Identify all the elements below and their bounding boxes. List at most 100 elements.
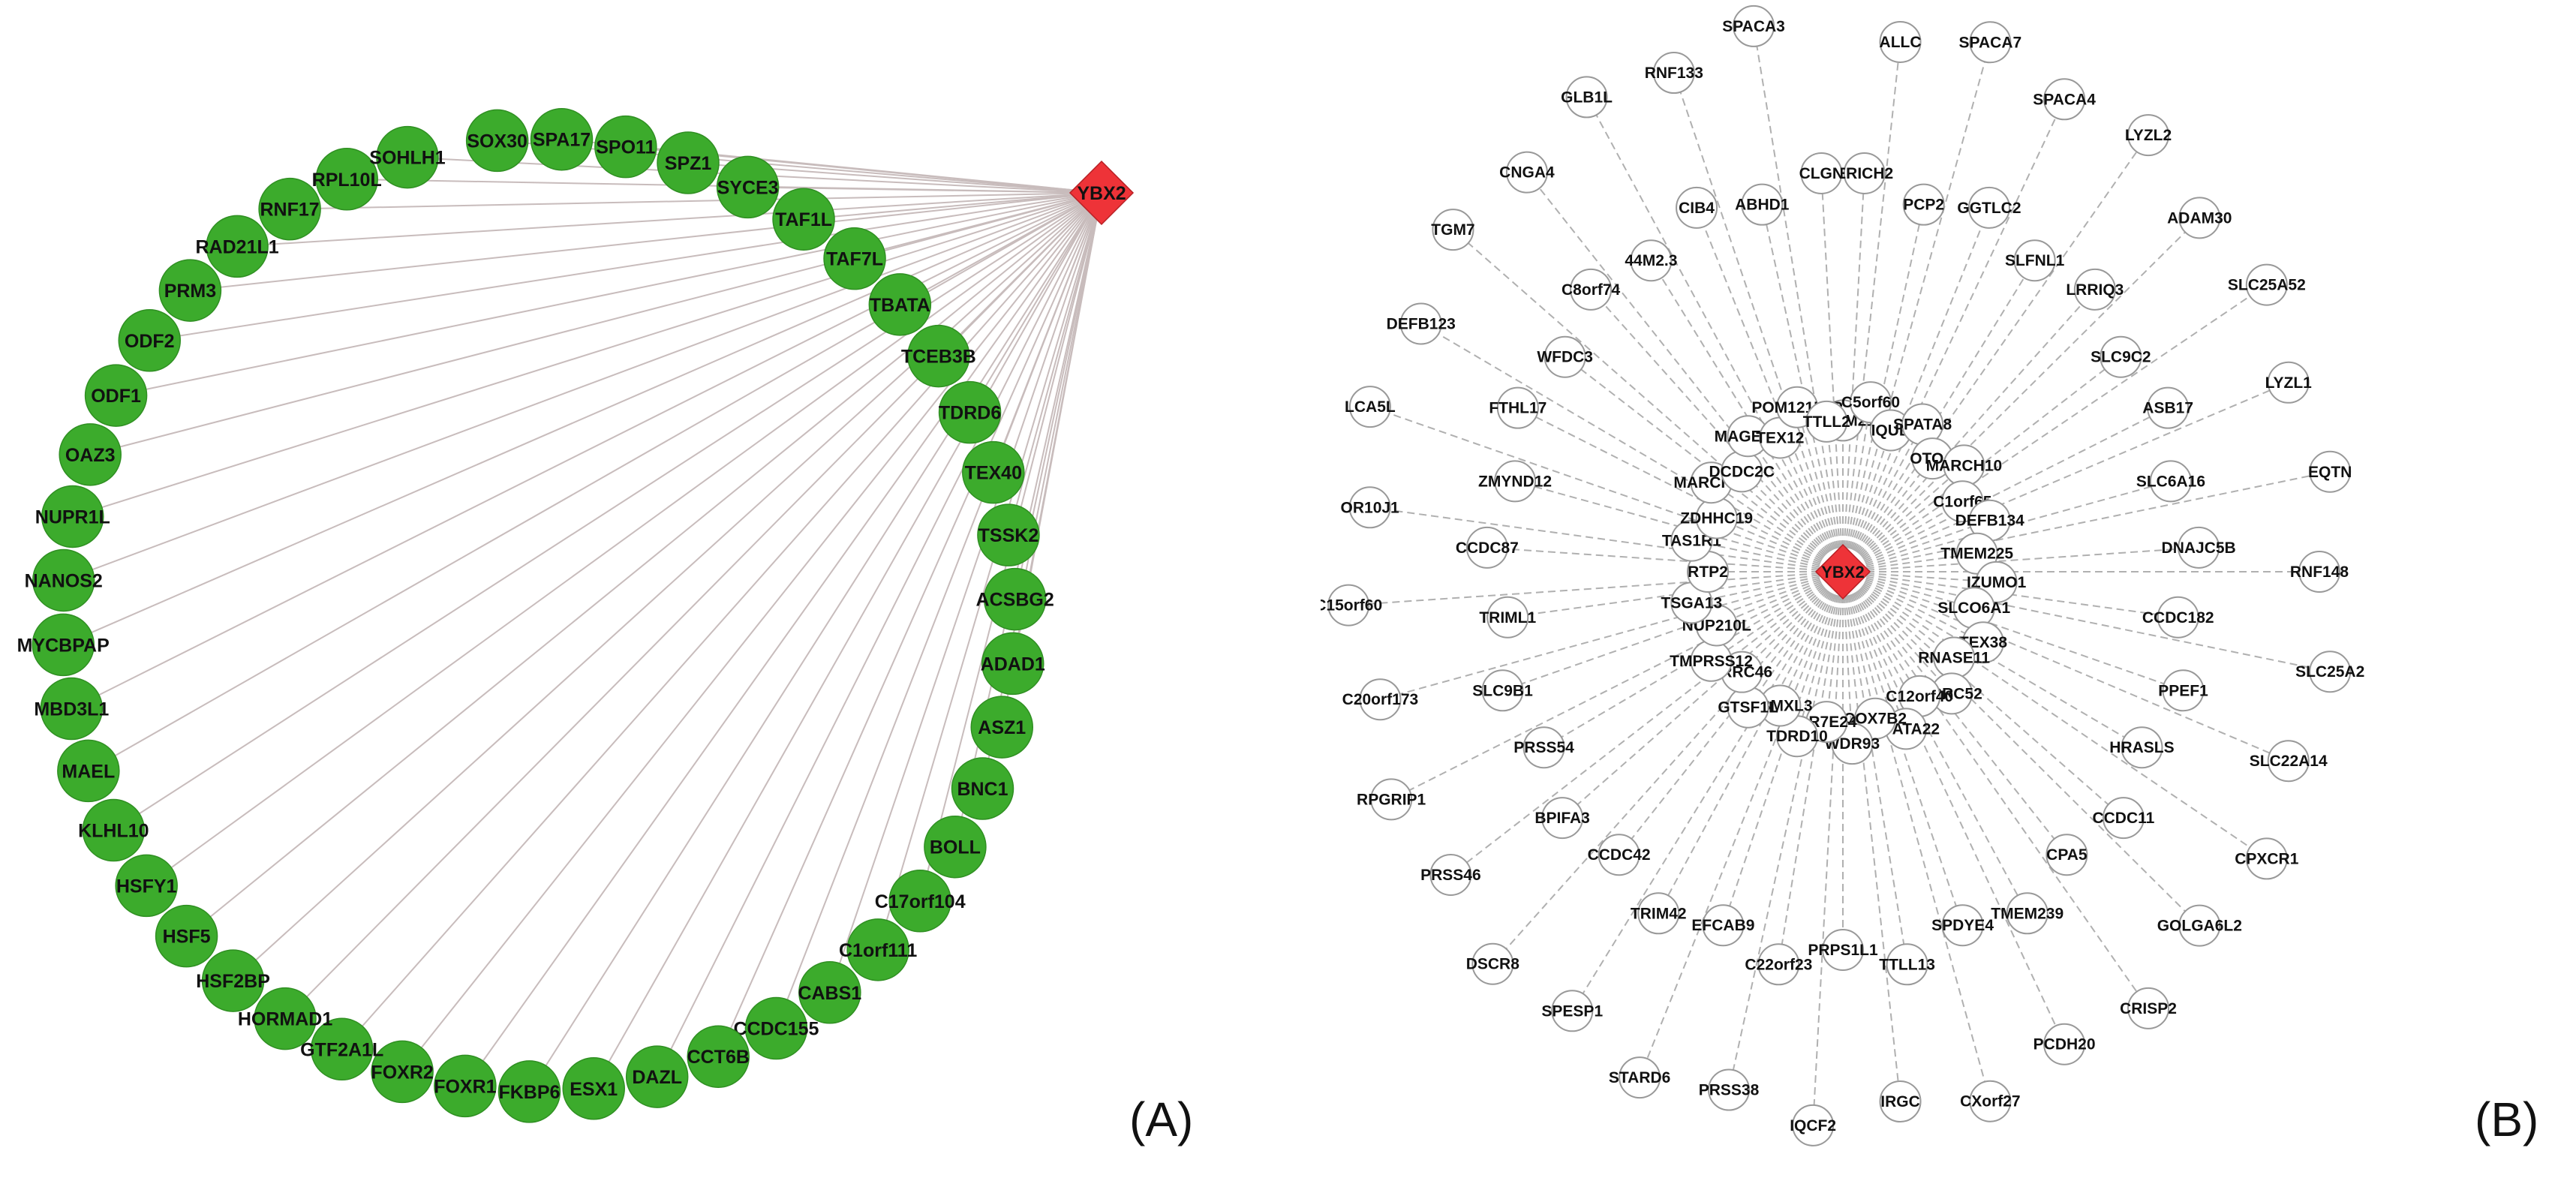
gene-node-pcdh20[interactable]: PCDH20 [2033, 1023, 2096, 1065]
gene-node-triml1[interactable]: TRIML1 [1479, 596, 1537, 639]
gene-node-prps1l1[interactable]: PRPS1L1 [1808, 929, 1878, 971]
gene-node-erich2[interactable]: ERICH2 [1835, 152, 1893, 194]
gene-node-abhd1[interactable]: ABHD1 [1735, 183, 1790, 226]
hub-node-b[interactable]: YBX2 [1814, 543, 1871, 600]
gene-node-boll[interactable]: BOLL [924, 815, 987, 879]
gene-node-tssk2[interactable]: TSSK2 [977, 503, 1040, 566]
gene-node-golga6l2[interactable]: GOLGA6L2 [2157, 904, 2242, 947]
gene-node-nupr1l[interactable]: NUPR1L [35, 485, 110, 548]
gene-node-eqtn[interactable]: EQTN [2308, 450, 2352, 493]
gene-node-rnf148[interactable]: RNF148 [2290, 551, 2349, 593]
gene-node-tdrd6[interactable]: TDRD6 [938, 380, 1002, 444]
gene-node-slc25a52[interactable]: SLC25A52 [2228, 263, 2306, 306]
gene-node-stard6[interactable]: STARD6 [1609, 1056, 1670, 1099]
gene-node-ppef1[interactable]: PPEF1 [2158, 669, 2208, 712]
gene-node-defb134[interactable]: DEFB134 [1955, 499, 2025, 542]
gene-node-ccdc155[interactable]: CCDC155 [733, 996, 819, 1060]
gene-node-gtsf1l[interactable]: GTSF1L [1718, 686, 1778, 729]
gene-node-cabs1[interactable]: CABS1 [798, 961, 861, 1024]
gene-node-zdhhc19[interactable]: ZDHHC19 [1680, 497, 1753, 539]
gene-node-tmem239[interactable]: TMEM239 [1991, 892, 2064, 935]
gene-node-hrasls[interactable]: HRASLS [2109, 726, 2175, 769]
gene-node-dscr8[interactable]: DSCR8 [1466, 942, 1520, 985]
gene-node-acsbg2[interactable]: ACSBG2 [976, 567, 1054, 631]
gene-node-rtp2[interactable]: RTP2 [1687, 551, 1729, 593]
gene-node-ccdc11[interactable]: CCDC11 [2092, 797, 2155, 840]
gene-node-rad21l1[interactable]: RAD21L1 [196, 215, 279, 278]
gene-node-slc9b1[interactable]: SLC9B1 [1472, 669, 1533, 712]
gene-node-taf7l[interactable]: TAF7L [823, 227, 886, 290]
gene-node-pcp2[interactable]: PCP2 [1902, 183, 1945, 226]
gene-node-crisp2[interactable]: CRISP2 [2120, 987, 2177, 1029]
gene-node-prss46[interactable]: PRSS46 [1420, 854, 1481, 897]
gene-node-dnajc5b[interactable]: DNAJC5B [2162, 526, 2236, 569]
gene-node-cpa5[interactable]: CPA5 [2045, 834, 2088, 876]
gene-node-prm3[interactable]: PRM3 [158, 259, 222, 322]
gene-node-fkbp6[interactable]: FKBP6 [497, 1060, 561, 1123]
gene-node-nanos2[interactable]: NANOS2 [25, 548, 103, 612]
gene-node-tgm7[interactable]: TGM7 [1431, 209, 1475, 251]
gene-node-tbata[interactable]: TBATA [868, 273, 932, 336]
gene-node-ccdc87[interactable]: CCDC87 [1456, 526, 1519, 569]
gene-node-foxr1[interactable]: FOXR1 [434, 1054, 497, 1118]
gene-node-ggtlc2[interactable]: GGTLC2 [1957, 186, 2021, 229]
gene-node-gtf2a1l[interactable]: GTF2A1L [300, 1017, 383, 1081]
gene-node-spa17[interactable]: SPA17 [530, 107, 594, 171]
gene-node-allc[interactable]: ALLC [1879, 20, 1922, 63]
gene-node-efcab9[interactable]: EFCAB9 [1691, 904, 1754, 947]
gene-node-mycbpap[interactable]: MYCBPAP [17, 613, 110, 677]
gene-node-c8orf74[interactable]: C8orf74 [1562, 268, 1621, 311]
gene-node-hormad1[interactable]: HORMAD1 [238, 987, 332, 1050]
gene-node-c20orf173[interactable]: C20orf173 [1342, 678, 1419, 721]
gene-node-klhl10[interactable]: KLHL10 [78, 798, 149, 862]
gene-node-asz1[interactable]: ASZ1 [970, 696, 1034, 759]
gene-node-c17orf104[interactable]: C17orf104 [875, 870, 966, 933]
gene-node-hsf2bp[interactable]: HSF2BP [196, 949, 270, 1012]
gene-node-hsf5[interactable]: HSF5 [155, 904, 218, 968]
gene-node-cnga4[interactable]: CNGA4 [1499, 151, 1555, 194]
gene-node-ttll13[interactable]: TTLL13 [1879, 943, 1935, 986]
gene-node-rnf17[interactable]: RNF17 [258, 177, 321, 241]
gene-node-mbd3l1[interactable]: MBD3L1 [34, 677, 109, 741]
gene-node-adad1[interactable]: ADAD1 [981, 632, 1045, 696]
gene-node-cxorf27[interactable]: CXorf27 [1960, 1080, 2021, 1122]
gene-node-tex40[interactable]: TEX40 [962, 440, 1025, 504]
gene-node-lrriq3[interactable]: LRRIQ3 [2066, 268, 2124, 311]
gene-node-spaca7[interactable]: SPACA7 [1959, 21, 2022, 64]
gene-node-asb17[interactable]: ASB17 [2142, 386, 2193, 429]
gene-node-cib4[interactable]: CIB4 [1676, 186, 1718, 229]
gene-node-cpxcr1[interactable]: CPXCR1 [2235, 837, 2299, 880]
gene-node-bnc1[interactable]: BNC1 [951, 757, 1014, 820]
gene-node-c1orf111[interactable]: C1orf111 [839, 918, 917, 981]
gene-node-syce3[interactable]: SYCE3 [716, 155, 780, 219]
gene-node-rnf133[interactable]: RNF133 [1645, 52, 1703, 95]
gene-node-c12orf40[interactable]: C12orf40 [1886, 675, 1953, 717]
gene-node-rpl10l[interactable]: RPL10L [312, 148, 382, 211]
gene-node-iqcf2[interactable]: IQCF2 [1790, 1104, 1836, 1146]
gene-node-clgn[interactable]: CLGN [1799, 152, 1844, 194]
gene-node-odf2[interactable]: ODF2 [118, 309, 182, 372]
gene-node-spesp1[interactable]: SPESP1 [1541, 990, 1603, 1032]
gene-node-cct6b[interactable]: CCT6B [687, 1025, 750, 1088]
gene-node-dazl[interactable]: DAZL [625, 1045, 689, 1108]
gene-node-hsfy1[interactable]: HSFY1 [115, 854, 178, 918]
gene-node-tceb3b[interactable]: TCEB3B [901, 324, 976, 388]
gene-node-sohlh1[interactable]: SOHLH1 [369, 125, 446, 189]
gene-node-or10j1[interactable]: OR10J1 [1341, 486, 1400, 529]
gene-node-tex12[interactable]: TEX12 [1756, 416, 1804, 459]
gene-node-odf1[interactable]: ODF1 [84, 364, 148, 427]
gene-node-ccdc182[interactable]: CCDC182 [2142, 596, 2214, 639]
gene-node-adam30[interactable]: ADAM30 [2167, 197, 2232, 239]
gene-node-lca5l[interactable]: LCA5L [1345, 386, 1396, 428]
gene-node-wfdc3[interactable]: WFDC3 [1537, 335, 1593, 378]
gene-node-trim42[interactable]: TRIM42 [1631, 892, 1687, 935]
gene-node-or7e24[interactable]: OR7E24 [1796, 701, 1857, 744]
gene-node-slc22a14[interactable]: SLC22A14 [2250, 740, 2328, 783]
gene-node-prss38[interactable]: PRSS38 [1699, 1068, 1760, 1111]
gene-node-rnase11[interactable]: RNASE11 [1918, 636, 1990, 679]
gene-node-slc25a2[interactable]: SLC25A2 [2295, 651, 2364, 693]
gene-node-foxr2[interactable]: FOXR2 [371, 1040, 434, 1104]
gene-node-slco6a1[interactable]: SLCO6A1 [1937, 587, 2011, 630]
gene-node-c22orf23[interactable]: C22orf23 [1745, 943, 1812, 986]
gene-node-44m2-3[interactable]: 44M2.3 [1625, 239, 1677, 282]
